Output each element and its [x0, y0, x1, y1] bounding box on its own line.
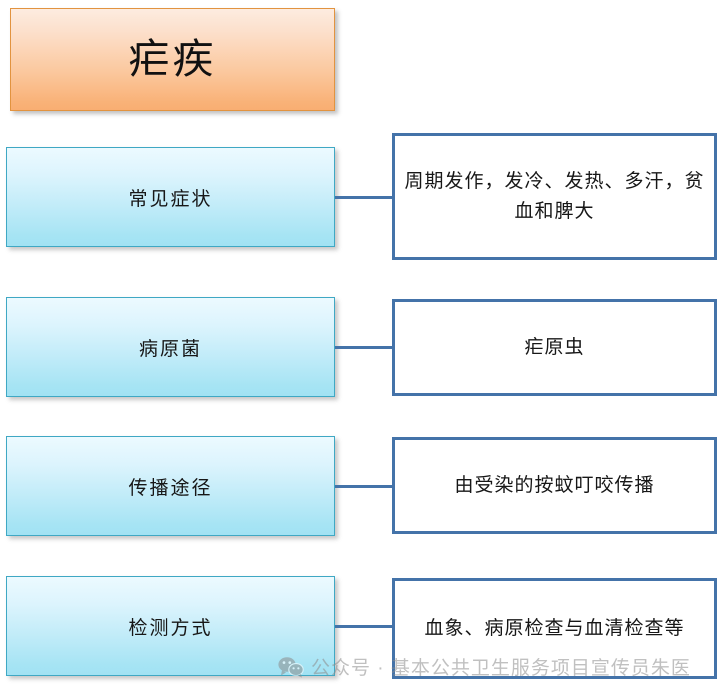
label-text: 传播途径 — [128, 477, 213, 499]
connector-line-3 — [335, 485, 395, 488]
title-box: 疟疾 — [10, 8, 335, 111]
connector-line-4 — [335, 625, 395, 628]
value-box-detection-method[interactable]: 血象、病原检查与血清检查等 — [392, 578, 717, 679]
value-text: 周期发作，发冷、发热、多汗，贫血和脾大 — [404, 171, 705, 222]
label-box-transmission[interactable]: 传播途径 — [6, 436, 335, 536]
title-text: 疟疾 — [128, 35, 217, 82]
label-box-common-symptoms[interactable]: 常见症状 — [6, 147, 335, 247]
value-box-common-symptoms[interactable]: 周期发作，发冷、发热、多汗，贫血和脾大 — [392, 133, 717, 260]
value-text: 血象、病原检查与血清检查等 — [424, 617, 685, 639]
value-box-transmission[interactable]: 由受染的按蚊叮咬传播 — [392, 437, 717, 534]
connector-line-2 — [335, 346, 395, 349]
label-text: 检测方式 — [128, 617, 213, 639]
value-text: 由受染的按蚊叮咬传播 — [454, 474, 655, 496]
label-box-pathogen[interactable]: 病原菌 — [6, 297, 335, 397]
connector-line-1 — [335, 196, 395, 199]
value-box-pathogen[interactable]: 疟原虫 — [392, 299, 717, 396]
label-box-detection-method[interactable]: 检测方式 — [6, 576, 335, 676]
value-text: 疟原虫 — [524, 336, 585, 358]
label-text: 常见症状 — [128, 188, 213, 210]
label-text: 病原菌 — [138, 338, 202, 360]
